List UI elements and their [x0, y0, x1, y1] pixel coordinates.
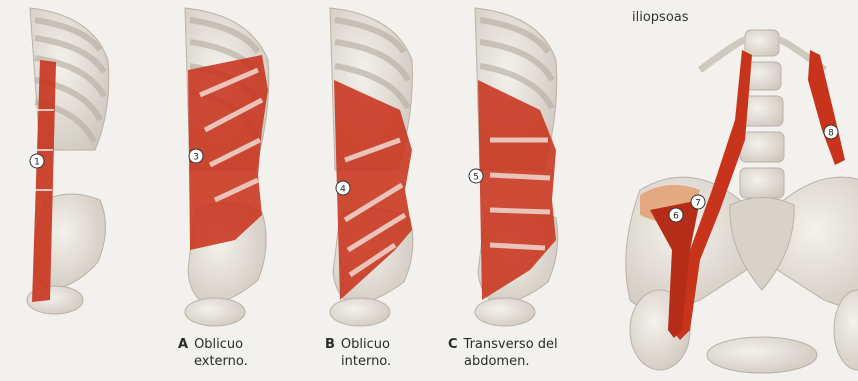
figure-title: iliopsoas: [632, 10, 689, 25]
callout-5: 5: [469, 169, 483, 183]
caption-b: B Oblicuo interno.: [325, 336, 391, 370]
callout-3: 3: [189, 149, 203, 163]
caption-c-letter: C: [448, 337, 458, 352]
caption-c-line1: Transverso del: [464, 337, 558, 352]
caption-c-line2: abdomen.: [464, 354, 529, 369]
caption-a-line1: Oblicuo: [194, 337, 243, 352]
caption-b-letter: B: [325, 337, 335, 352]
svg-text:8: 8: [828, 129, 834, 139]
caption-a-line2: externo.: [194, 354, 248, 369]
caption-a: A Oblicuo externo.: [178, 336, 248, 370]
caption-b-line2: interno.: [341, 354, 391, 369]
svg-text:3: 3: [193, 153, 199, 163]
callout-8: 8: [824, 125, 838, 139]
panel-b-internal-oblique: [330, 8, 413, 326]
callout-1: 1: [30, 154, 44, 168]
svg-text:6: 6: [673, 212, 679, 222]
panel-a-external-oblique: [185, 8, 269, 326]
caption-a-letter: A: [178, 337, 188, 352]
svg-text:5: 5: [473, 173, 479, 183]
svg-text:4: 4: [340, 185, 346, 195]
caption-b-line1: Oblicuo: [341, 337, 390, 352]
svg-text:1: 1: [34, 158, 40, 168]
panel-c-transverse: [475, 8, 558, 326]
callout-4: 4: [336, 181, 350, 195]
svg-text:7: 7: [695, 199, 701, 209]
caption-c: C Transverso del abdomen.: [448, 336, 558, 370]
callout-7: 7: [691, 195, 705, 209]
callout-6: 6: [669, 208, 683, 222]
